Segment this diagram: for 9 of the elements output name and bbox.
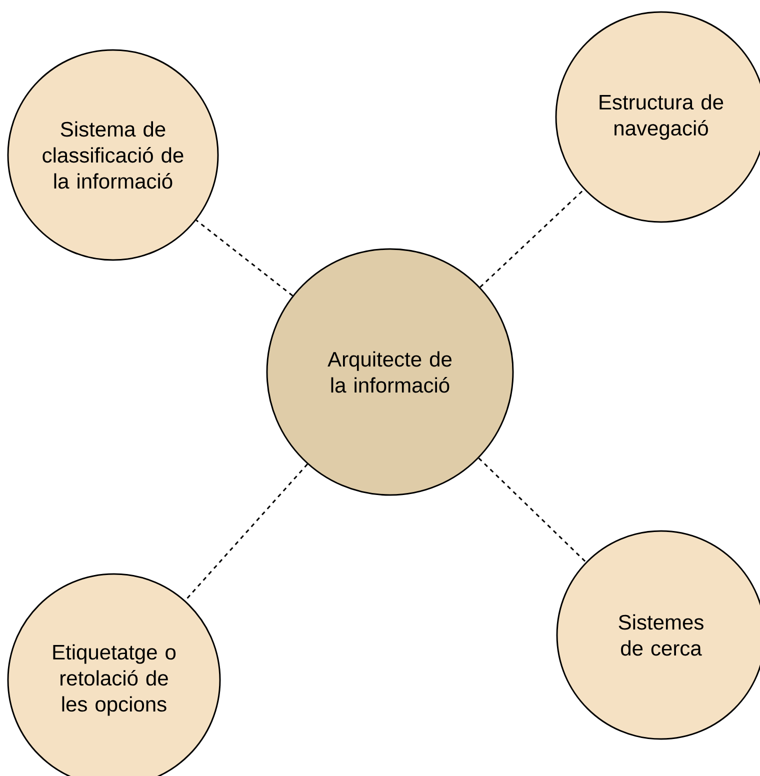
connector-line <box>478 458 586 563</box>
circle-node: Estructura de navegació <box>555 11 760 223</box>
connector-line <box>196 220 294 296</box>
connector-line <box>184 464 308 602</box>
circle-node: Etiquetatge o retolació de les opcions <box>7 573 221 776</box>
circle-node: Sistemes de cerca <box>556 530 760 740</box>
connector-line <box>480 188 584 288</box>
circle-node: Sistema de classificació de la informació <box>7 49 219 261</box>
circle-node: Arquitecte de la informació <box>266 248 514 496</box>
